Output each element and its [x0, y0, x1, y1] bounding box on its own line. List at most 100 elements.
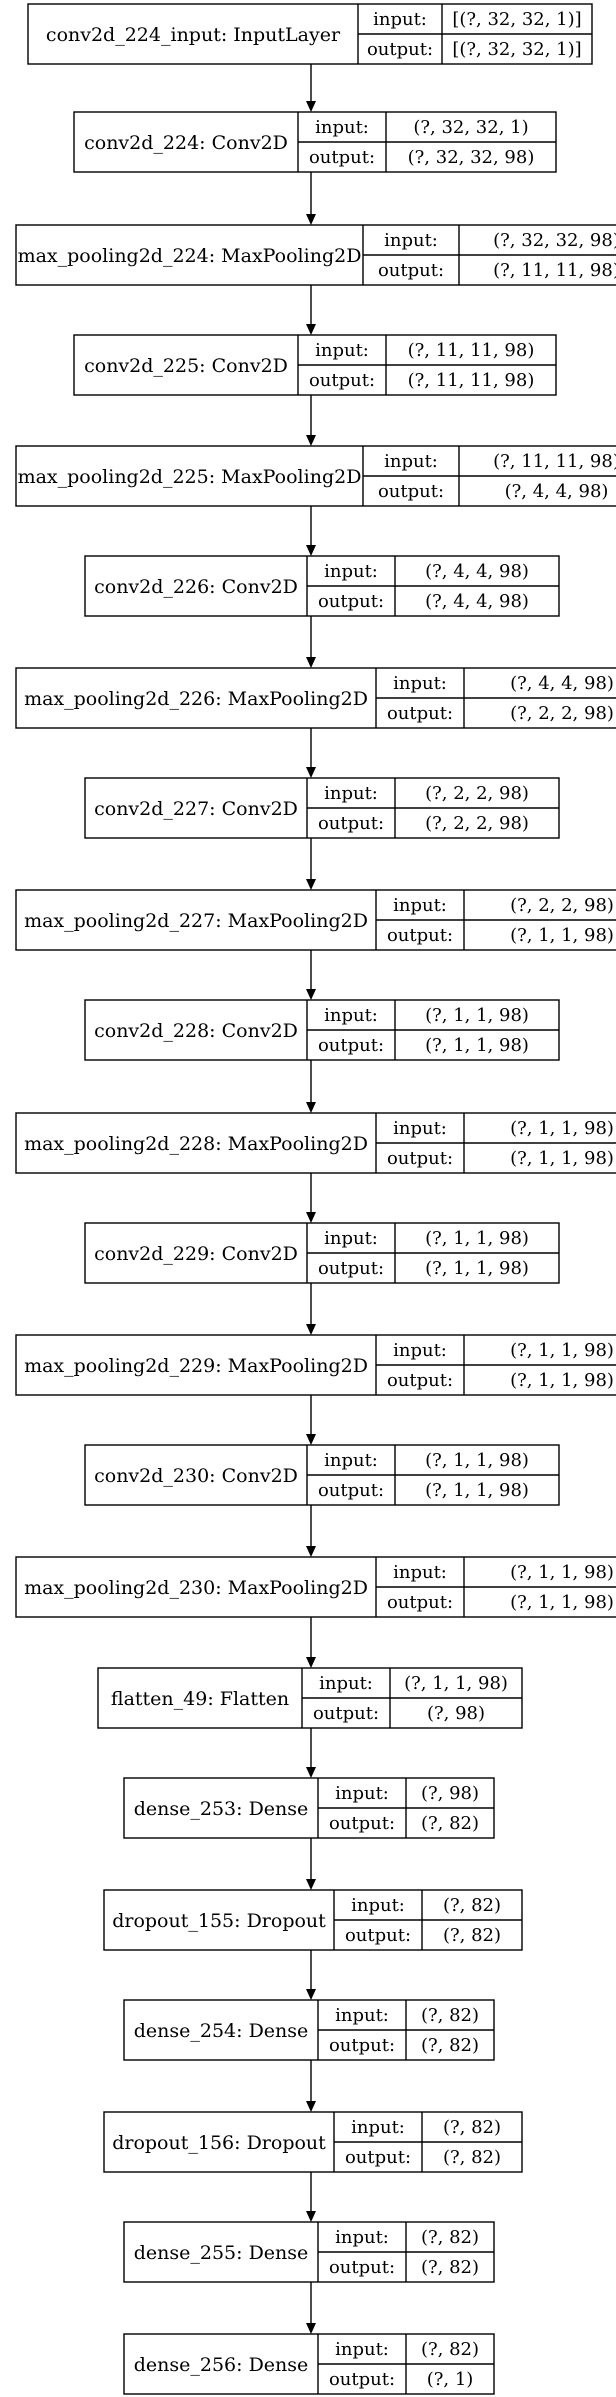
output-shape: (?, 1, 1, 98): [510, 1592, 614, 1613]
layer-name: max_pooling2d_229: MaxPooling2D: [24, 1355, 368, 1377]
layer-node: max_pooling2d_227: MaxPooling2Dinput:out…: [15, 889, 616, 951]
output-shape: [(?, 32, 32, 1)]: [452, 39, 581, 60]
input-label: input:: [384, 230, 438, 251]
output-shape: (?, 2, 2, 98): [425, 813, 529, 834]
input-shape: (?, 11, 11, 98): [493, 451, 616, 472]
output-shape: (?, 11, 11, 98): [408, 370, 535, 391]
input-label: input:: [393, 895, 447, 916]
layer-node: dense_253: Dense input: output: (?, 98) (?, …: [123, 1777, 495, 1839]
edge-arrow: [306, 1505, 316, 1557]
layer-name: max_pooling2d_226: MaxPooling2D: [24, 688, 368, 710]
output-shape: (?, 1, 1, 98): [510, 1148, 614, 1169]
output-label: output:: [318, 1035, 384, 1056]
layer-name: conv2d_226: Conv2D: [94, 576, 298, 598]
input-label: input:: [335, 1783, 389, 1804]
input-shape: (?, 82): [443, 1895, 501, 1916]
output-shape: (?, 4, 4, 98): [425, 591, 529, 612]
input-shape: (?, 82): [443, 2117, 501, 2138]
input-label: input:: [351, 1895, 405, 1916]
output-label: output:: [318, 591, 384, 612]
input-label: input:: [373, 9, 427, 30]
output-shape: (?, 32, 32, 98): [408, 147, 535, 168]
output-label: output:: [309, 147, 375, 168]
layer-node: max_pooling2d_225: MaxPooling2Dinput:out…: [15, 445, 616, 507]
layer-name: flatten_49: Flatten: [111, 1688, 289, 1710]
input-label: input:: [315, 340, 369, 361]
edge-arrow: [306, 1283, 316, 1335]
edge-arrow: [306, 2172, 316, 2222]
edge-arrow: [306, 172, 316, 225]
input-shape: (?, 98): [421, 1783, 479, 1804]
input-label: input:: [324, 783, 378, 804]
edge-arrow: [306, 1838, 316, 1890]
input-label: input:: [393, 673, 447, 694]
layer-node: conv2d_224_input: InputLayer input: output…: [27, 3, 593, 65]
output-shape: (?, 1, 1, 98): [425, 1258, 529, 1279]
input-shape: (?, 4, 4, 98): [510, 673, 614, 694]
output-shape: (?, 11, 11, 98): [493, 260, 616, 281]
output-label: output:: [329, 2369, 395, 2390]
input-shape: (?, 4, 4, 98): [425, 561, 529, 582]
input-shape: (?, 1, 1, 98): [510, 1340, 614, 1361]
input-shape: (?, 32, 32, 1): [413, 117, 528, 138]
layer-node: max_pooling2d_228: MaxPooling2Dinput:out…: [15, 1112, 616, 1174]
output-label: output:: [318, 1480, 384, 1501]
input-label: input:: [393, 1118, 447, 1139]
output-shape: (?, 82): [443, 1925, 501, 1946]
input-label: input:: [324, 561, 378, 582]
edge-arrow: [306, 1060, 316, 1113]
output-label: output:: [378, 481, 444, 502]
layer-name: conv2d_224_input: InputLayer: [46, 24, 341, 46]
edge-arrow: [306, 728, 316, 778]
output-label: output:: [329, 2257, 395, 2278]
layer-name: max_pooling2d_230: MaxPooling2D: [24, 1577, 368, 1599]
output-shape: (?, 4, 4, 98): [505, 481, 609, 502]
output-shape: (?, 1, 1, 98): [510, 925, 614, 946]
layer-name: dense_254: Dense: [134, 2020, 309, 2042]
input-shape: (?, 82): [421, 2339, 479, 2360]
edge-arrow: [306, 64, 316, 112]
input-label: input:: [335, 2339, 389, 2360]
edge-arrow: [306, 2282, 316, 2334]
layer-name: conv2d_227: Conv2D: [94, 798, 298, 820]
output-label: output:: [318, 1258, 384, 1279]
layer-name: dropout_155: Dropout: [112, 1910, 326, 1932]
layer-name: dense_253: Dense: [134, 1798, 309, 1820]
input-shape: (?, 1, 1, 98): [425, 1005, 529, 1026]
output-shape: (?, 82): [421, 2035, 479, 2056]
output-shape: (?, 82): [421, 1813, 479, 1834]
output-label: output:: [313, 1703, 379, 1724]
output-label: output:: [367, 39, 433, 60]
output-label: output:: [329, 1813, 395, 1834]
output-shape: (?, 2, 2, 98): [510, 703, 614, 724]
input-shape: (?, 32, 32, 98): [493, 230, 616, 251]
output-label: output:: [387, 703, 453, 724]
input-shape: (?, 1, 1, 98): [404, 1673, 508, 1694]
edge-arrow: [306, 506, 316, 556]
edge-arrow: [306, 285, 316, 335]
edge-arrow: [306, 950, 316, 1000]
layer-name: max_pooling2d_228: MaxPooling2D: [24, 1133, 368, 1155]
edge-arrow: [306, 1728, 316, 1778]
input-label: input:: [351, 2117, 405, 2138]
edge-arrow: [306, 2060, 316, 2112]
layer-name: conv2d_224: Conv2D: [84, 132, 288, 154]
input-label: input:: [324, 1450, 378, 1471]
edge-arrow: [306, 395, 316, 446]
layer-node: max_pooling2d_229: MaxPooling2Dinput:out…: [15, 1334, 616, 1396]
output-label: output:: [387, 1592, 453, 1613]
output-label: output:: [318, 813, 384, 834]
edge-arrow: [306, 1395, 316, 1445]
input-shape: (?, 1, 1, 98): [510, 1118, 614, 1139]
edge-arrow: [306, 1617, 316, 1668]
layer-name: conv2d_229: Conv2D: [94, 1243, 298, 1265]
input-label: input:: [393, 1340, 447, 1361]
